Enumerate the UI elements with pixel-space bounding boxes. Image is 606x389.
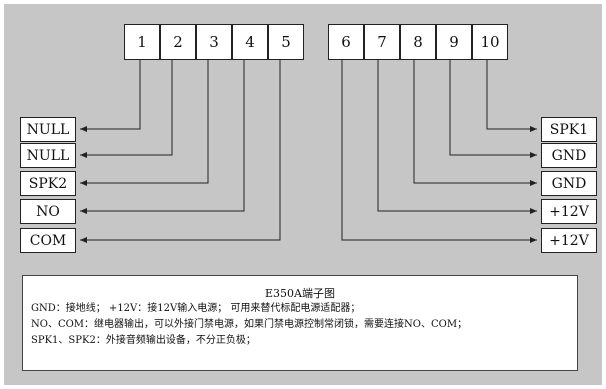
- label-null-2: NULL: [20, 143, 76, 168]
- terminal-4: 4: [232, 24, 268, 60]
- wire-4-no: [80, 60, 245, 214]
- label-com: COM: [20, 228, 76, 253]
- wire-10-spk1: [486, 60, 537, 132]
- wire-6-12v: [341, 60, 537, 243]
- terminal-2: 2: [160, 24, 196, 60]
- label-12v-1: +12V: [541, 199, 597, 224]
- legend-box: E350A端子图 GND：接地线； +12V：接12V输入电源； 可用来替代标配…: [22, 275, 578, 371]
- terminal-3: 3: [196, 24, 232, 60]
- terminal-9: 9: [436, 24, 472, 60]
- label-no: NO: [20, 199, 76, 224]
- label-gnd-2: GND: [541, 171, 597, 196]
- terminal-10: 10: [472, 24, 508, 60]
- diagram-title: E350A端子图: [265, 287, 335, 300]
- note-line-speaker: SPK1、SPK2：外接音频输出设备，不分正负极；: [31, 335, 256, 346]
- wire-7-12v: [377, 60, 537, 214]
- wire-1-null: [80, 60, 141, 132]
- label-spk2: SPK2: [20, 171, 76, 196]
- terminal-1: 1: [124, 24, 160, 60]
- terminal-5: 5: [268, 24, 304, 60]
- terminal-7: 7: [364, 24, 400, 60]
- wire-8-gnd: [413, 60, 537, 186]
- note-line-gnd: GND：接地线； +12V：接12V输入电源； 可用来替代标配电源适配器；: [31, 303, 361, 314]
- wire-3-spk2: [80, 60, 209, 186]
- label-spk1: SPK1: [541, 117, 597, 142]
- note-line-relay: NO、COM：继电器输出，可以外接门禁电源，如果门禁电源控制常闭锁，需要连接NO…: [31, 319, 468, 330]
- terminal-6: 6: [328, 24, 364, 60]
- label-12v-2: +12V: [541, 228, 597, 253]
- terminal-8: 8: [400, 24, 436, 60]
- label-gnd-1: GND: [541, 143, 597, 168]
- label-null-1: NULL: [20, 117, 76, 142]
- wire-9-gnd: [449, 60, 537, 158]
- wire-5-com: [80, 60, 281, 243]
- wire-2-null: [80, 60, 173, 158]
